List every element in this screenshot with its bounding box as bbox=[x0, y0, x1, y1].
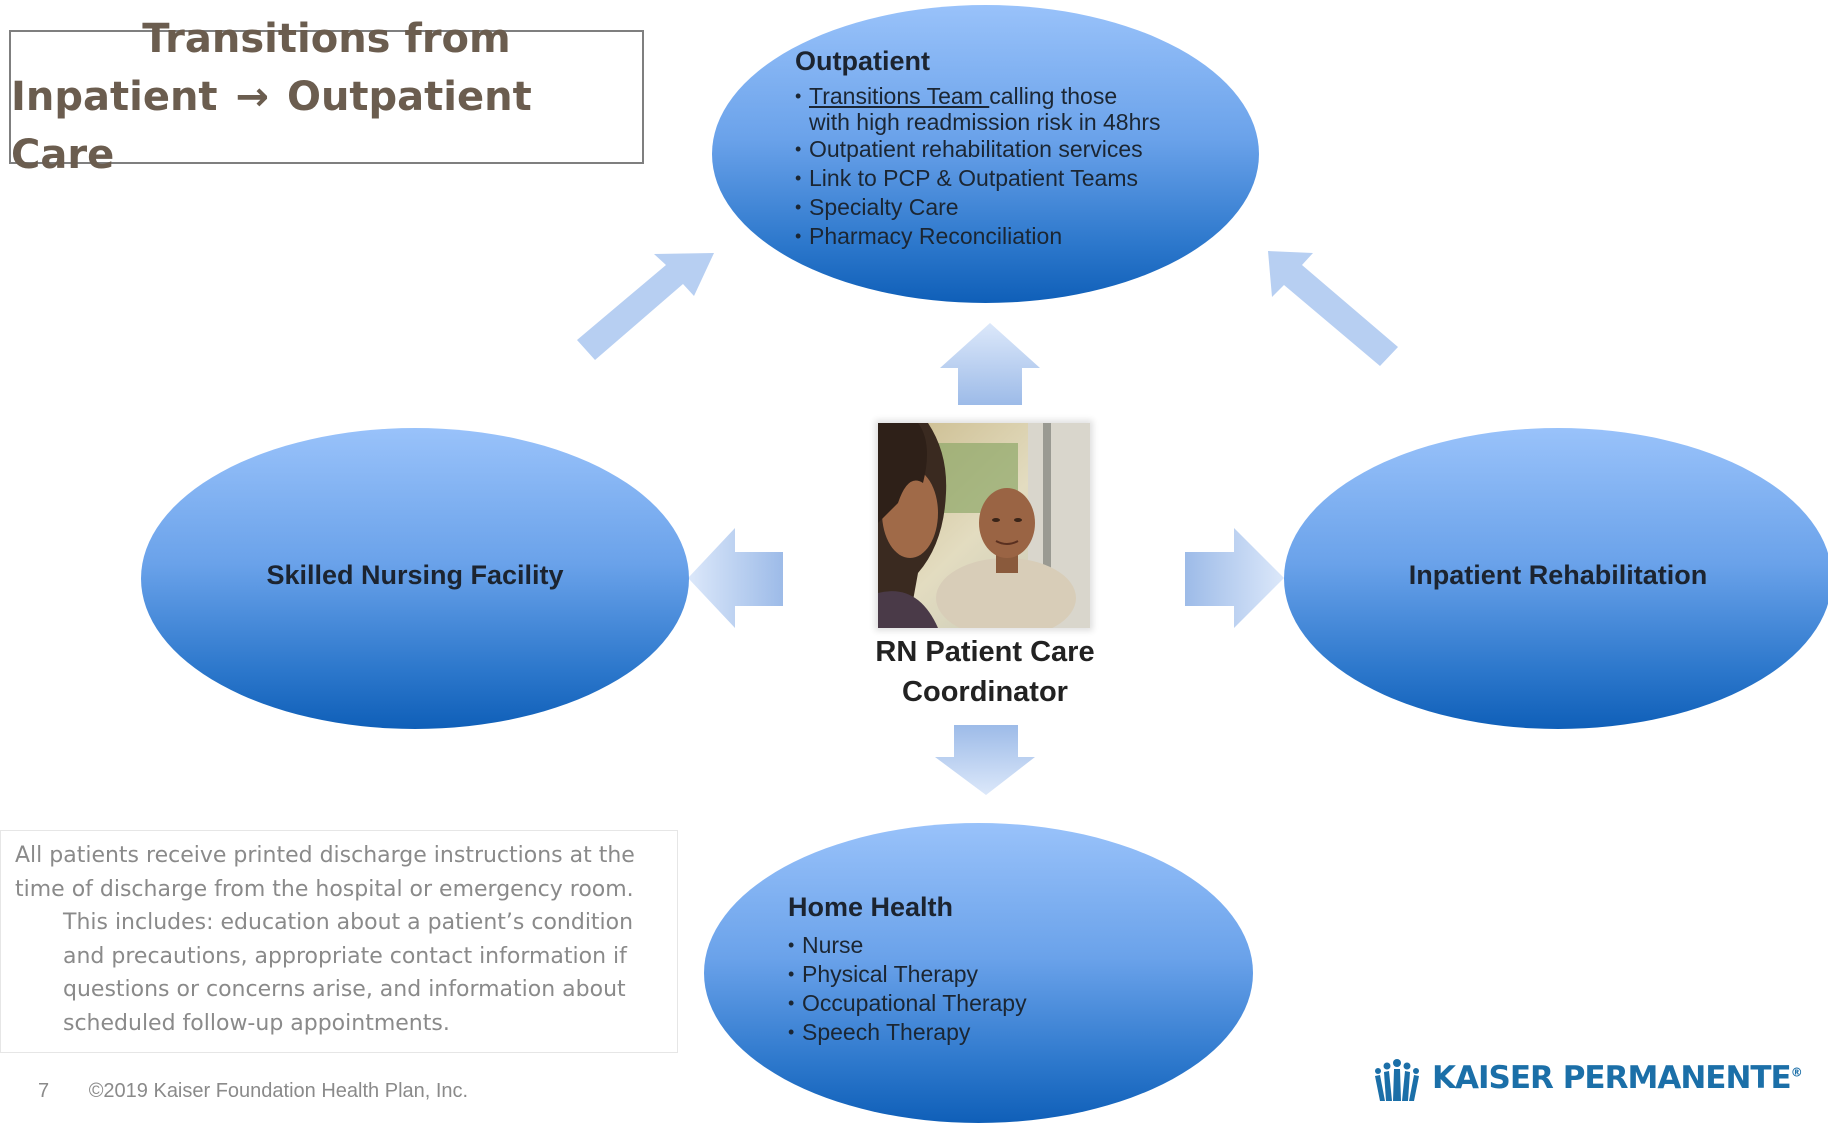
coordinator-photo bbox=[878, 423, 1090, 628]
arrow-diagonal-up-right-icon bbox=[577, 253, 714, 360]
list-item: Physical Therapy bbox=[788, 960, 1168, 989]
list-item: Nurse bbox=[788, 931, 1168, 960]
home-health-content: Home Health Nurse Physical Therapy Occup… bbox=[788, 892, 1168, 1047]
home-health-title: Home Health bbox=[788, 892, 954, 922]
footer: 7 ©2019 Kaiser Foundation Health Plan, I… bbox=[38, 1080, 468, 1103]
arrow-down-icon bbox=[935, 725, 1035, 795]
list-item: Outpatient rehabilitation services bbox=[795, 135, 1215, 164]
list-item: Pharmacy Reconciliation bbox=[795, 222, 1215, 251]
kaiser-people-icon bbox=[1375, 1059, 1419, 1101]
note-paragraph-1: All patients receive printed discharge i… bbox=[15, 843, 635, 902]
logo-text: KAISER PERMANENTE bbox=[1432, 1060, 1792, 1096]
registered-mark: ® bbox=[1790, 1065, 1803, 1080]
coordinator-line-1: RN Patient Care bbox=[875, 636, 1095, 668]
slide-title: Transitions from Inpatient → Outpatient … bbox=[9, 16, 644, 178]
home-health-list: Nurse Physical Therapy Occupational Ther… bbox=[788, 931, 1168, 1047]
skilled-nursing-node bbox=[141, 428, 689, 729]
inpatient-rehab-title: Inpatient Rehabilitation bbox=[1408, 560, 1708, 590]
arrow-up-icon bbox=[940, 323, 1040, 405]
outpatient-content: Outpatient Transitions Team calling thos… bbox=[795, 46, 1215, 251]
inpatient-rehab-node bbox=[1284, 428, 1828, 729]
kaiser-logo: KAISER PERMANENTE® bbox=[1368, 1055, 1803, 1107]
right-arrow-icon: → bbox=[235, 74, 269, 120]
list-item: Speech Therapy bbox=[788, 1018, 1168, 1047]
skilled-nursing-title: Skilled Nursing Facility bbox=[266, 560, 564, 590]
coordinator-label: RN Patient Care Coordinator bbox=[850, 632, 1120, 712]
list-item: Transitions Team calling those with high… bbox=[795, 83, 1215, 135]
title-inpatient: Inpatient bbox=[11, 74, 218, 120]
outpatient-title: Outpatient bbox=[795, 46, 930, 76]
title-line-2: Inpatient → Outpatient Care bbox=[11, 68, 642, 184]
discharge-note: All patients receive printed discharge i… bbox=[0, 830, 678, 1053]
bullet-text: calling those bbox=[989, 83, 1118, 109]
title-line-1: Transitions from bbox=[142, 16, 511, 62]
copyright: ©2019 Kaiser Foundation Health Plan, Inc… bbox=[88, 1080, 469, 1102]
logo-wordmark: KAISER PERMANENTE® bbox=[1432, 1060, 1803, 1096]
arrow-diagonal-up-left-icon bbox=[1268, 251, 1398, 366]
arrow-left-icon bbox=[688, 528, 783, 628]
transitions-team-text: Transitions Team bbox=[809, 83, 990, 109]
note-paragraph-2: This includes: education about a patient… bbox=[63, 910, 634, 1036]
page-number: 7 bbox=[38, 1080, 50, 1102]
title-outpatient-care: Outpatient Care bbox=[11, 74, 532, 178]
arrow-right-icon bbox=[1185, 528, 1284, 628]
list-item: Link to PCP & Outpatient Teams bbox=[795, 164, 1215, 193]
outpatient-list: Transitions Team calling those with high… bbox=[795, 83, 1215, 251]
coordinator-line-2: Coordinator bbox=[902, 676, 1068, 708]
list-item: Occupational Therapy bbox=[788, 989, 1168, 1018]
bullet-text-cont: with high readmission risk in 48hrs bbox=[809, 109, 1161, 135]
list-item: Specialty Care bbox=[795, 193, 1215, 222]
